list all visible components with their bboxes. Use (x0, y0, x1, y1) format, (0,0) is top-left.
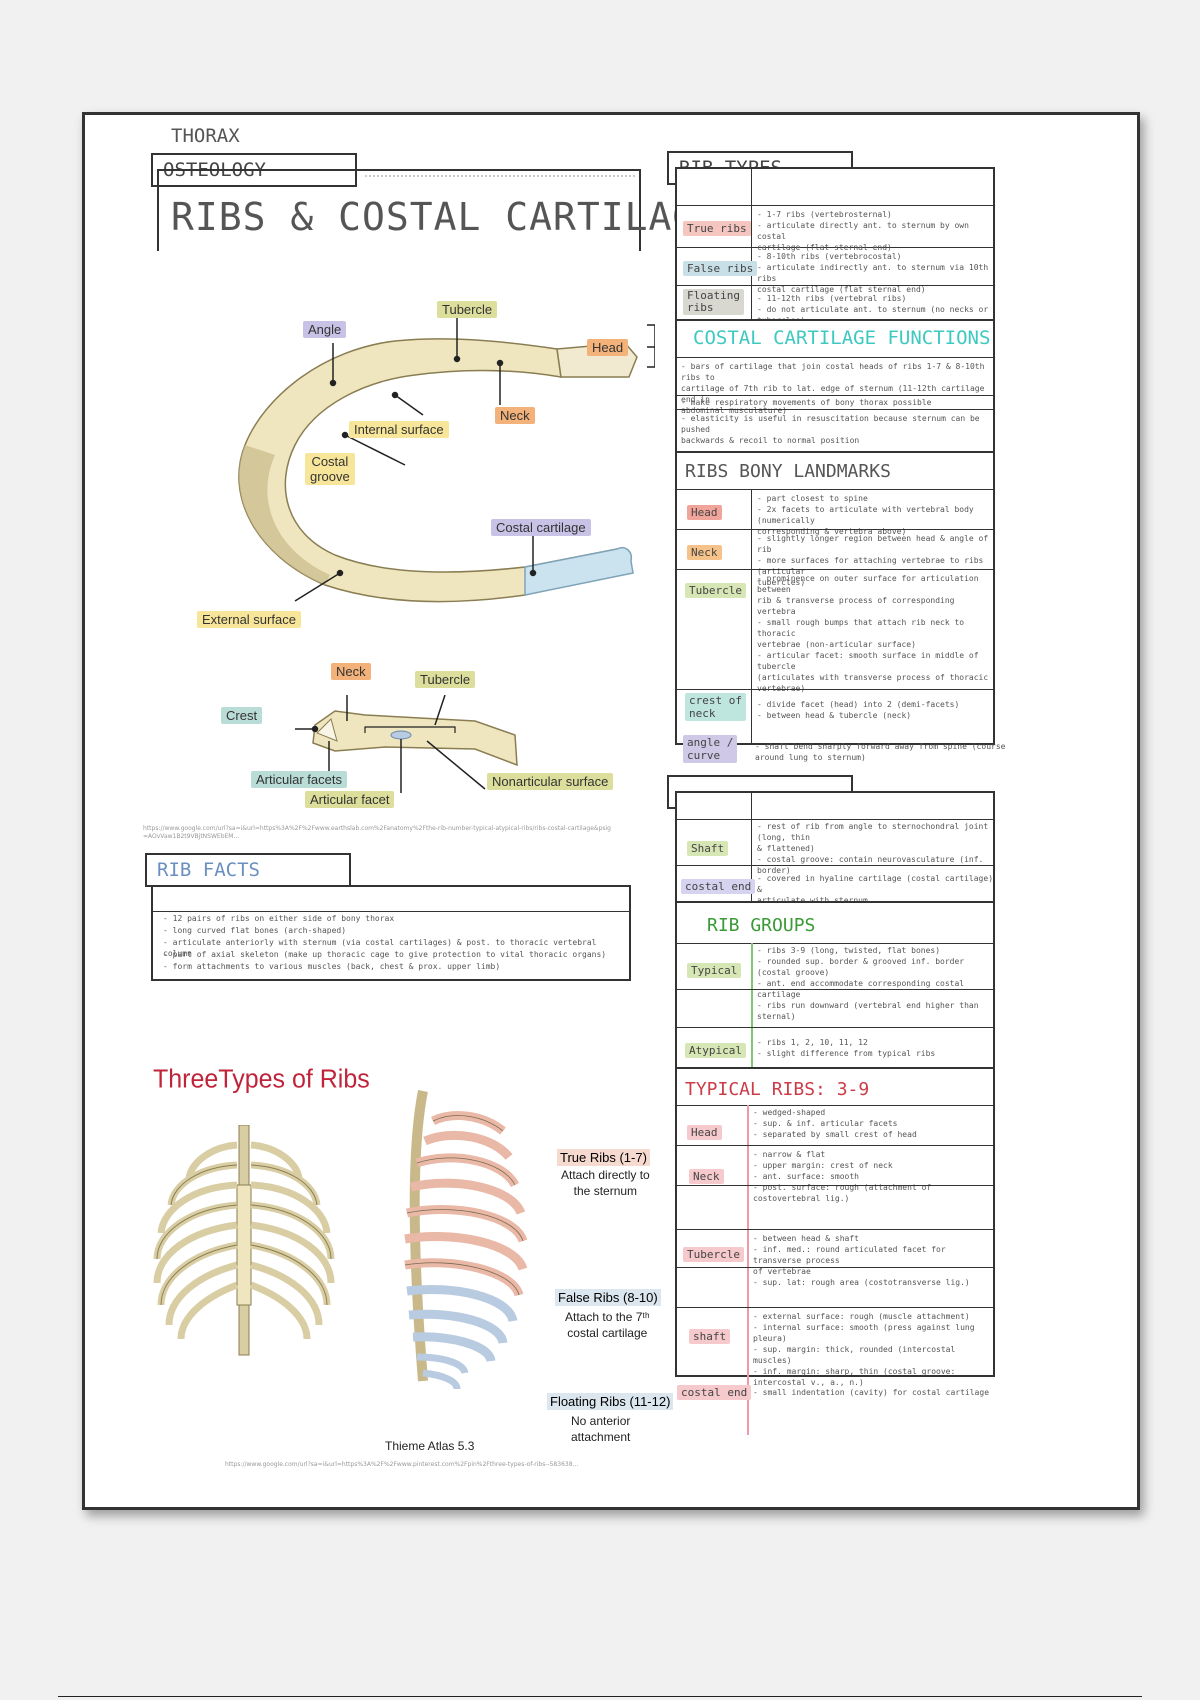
group-text-atypical: - ribs 1, 2, 10, 11, 12 - slight differe… (757, 1038, 936, 1058)
landmark-text-neck: - slightly longer region between head & … (757, 534, 989, 587)
landmark-tag-angle: angle / curve (683, 735, 738, 763)
typical-ribs-box: TYPICAL RIBS: 3-9 Head - wedged-shaped -… (675, 1067, 995, 1435)
label-external-surface: External surface (197, 611, 301, 628)
landmark-tag-shaft: Shaft (687, 841, 729, 856)
landmarks-continued-box: Shaft - rest of rib from angle to sterno… (675, 791, 995, 907)
landmark-text-angle: - shaft bend sharply forward away from s… (755, 742, 1006, 762)
floating-ribs-label: Floating Ribs (11-12) (547, 1393, 674, 1410)
typical-tag-tubercle: Tubercle (683, 1247, 744, 1262)
label-neck: Neck (495, 407, 535, 424)
atlas-caption: Thieme Atlas 5.3 (385, 1439, 475, 1453)
title-dots (365, 175, 635, 185)
detail-label-articular-facet: Articular facet (305, 791, 395, 808)
rib-facts-box: - 12 pairs of ribs on either side of bon… (151, 885, 631, 981)
floating-ribs-desc: No anterior attachment (571, 1414, 631, 1444)
landmark-text-tubercle: - prominence on outer surface for articu… (757, 574, 989, 693)
title-box (157, 169, 641, 251)
rib-groups-box: RIB GROUPS Typical - ribs 3-9 (long, twi… (675, 901, 995, 1073)
detail-label-crest: Crest (221, 707, 263, 724)
typical-text-neck: - narrow & flat - upper margin: crest of… (753, 1150, 932, 1203)
rib-facts-tab: RIB FACTS (145, 853, 351, 887)
label-internal-surface: Internal surface (349, 421, 449, 438)
page-title: RIBS & COSTAL CARTILAGE (171, 195, 721, 239)
landmark-text-crest: - divide facet (head) into 2 (demi-facet… (757, 700, 960, 720)
rib-detail-shape (312, 710, 518, 767)
rib-type-tag-true: True ribs (683, 221, 751, 236)
landmarks-box: RIBS BONY LANDMARKS Head - part closest … (675, 451, 995, 745)
detail-label-tubercle: Tubercle (415, 671, 476, 688)
rib-groups-title: RIB GROUPS (707, 915, 816, 936)
typical-tag-neck: Neck (689, 1169, 724, 1184)
costal-function-3: - elasticity is useful in resuscitation … (681, 414, 980, 445)
false-ribs-desc: Attach to the 7ᵗʰ costal cartilage (565, 1310, 650, 1340)
landmarks-title: RIBS BONY LANDMARKS (685, 461, 891, 482)
costal-function-1: - bars of cartilage that join costal hea… (681, 362, 985, 415)
group-tag-typical: Typical (687, 963, 742, 978)
detail-label-neck: Neck (331, 663, 371, 680)
typical-text-tubercle: - between head & shaft - inf. med.: roun… (753, 1234, 970, 1287)
detail-label-nonarticular-surface: Nonarticular surface (487, 773, 614, 790)
rib-type-text-true: - 1-7 ribs (vertebrosternal) - articulat… (757, 210, 969, 252)
notes-sheet: THORAX OSTEOLOGY RIBS & COSTAL CARTILAGE… (82, 112, 1140, 1510)
diagram-source-url[interactable]: https://www.google.com/url?sa=i&url=http… (143, 825, 611, 840)
landmark-text-shaft: - rest of rib from angle to sternochondr… (757, 822, 989, 875)
rib-type-tag-false: False ribs (683, 261, 758, 276)
three-types-title: ThreeTypes of Ribs (153, 1064, 370, 1094)
false-ribs-label: False Ribs (8-10) (555, 1289, 661, 1306)
landmark-tag-costal-end: costal end (681, 879, 756, 894)
rib-fact-3: - articulate anteriorly with sternum (vi… (163, 938, 597, 958)
rib-types-table: True ribs - 1-7 ribs (vertebrosternal) -… (675, 167, 995, 325)
subject-label: THORAX (171, 125, 240, 147)
rib-fact-1: - 12 pairs of ribs on either side of bon… (163, 914, 395, 923)
landmark-tag-head: Head (687, 505, 722, 520)
rib-fact-4: - part of axial skeleton (make up thorac… (163, 950, 607, 959)
rib-inner-shadow (238, 445, 330, 585)
landmark-tag-crest: crest of neck (685, 693, 746, 721)
types-source-url[interactable]: https://www.google.com/url?sa=i&url=http… (225, 1461, 579, 1468)
rib-cage-front (153, 1125, 335, 1356)
typical-text-shaft: - external surface: rough (muscle attach… (753, 1312, 975, 1387)
group-text-typical: - ribs 3-9 (long, twisted, flat bones) -… (757, 946, 979, 1021)
rib-fact-5: - form attachments to various muscles (b… (163, 962, 501, 971)
rib-diagram (238, 313, 655, 603)
label-head: Head (587, 339, 629, 356)
label-costal-groove: Costal groove (305, 453, 355, 485)
group-tag-atypical: Atypical (685, 1043, 746, 1058)
true-ribs-desc: Attach directly to the sternum (561, 1168, 650, 1198)
label-costal-cartilage: Costal cartilage (491, 519, 591, 536)
rib-type-tag-floating: Floating ribs (683, 289, 744, 315)
typical-tag-head: Head (687, 1125, 722, 1140)
costal-function-2: - make respiratory movements of bony tho… (681, 398, 932, 407)
landmark-tag-tubercle: Tubercle (685, 583, 746, 598)
bottom-divider (58, 1696, 1142, 1697)
typical-ribs-title: TYPICAL RIBS: 3-9 (685, 1079, 870, 1100)
true-ribs-label: True Ribs (1-7) (557, 1149, 650, 1166)
typical-text-head: - wedged-shaped - sup. & inf. articular … (753, 1108, 917, 1139)
detail-label-articular-facets: Articular facets (251, 771, 347, 788)
typical-tag-costal-end: costal end (677, 1385, 752, 1400)
label-tubercle: Tubercle (437, 301, 498, 318)
rib-fact-2: - long curved flat bones (arch-shaped) (163, 926, 347, 935)
rib-type-text-false: - 8-10th ribs (vertebrocostal) - articul… (757, 252, 989, 294)
costal-functions-title: COSTAL CARTILAGE FUNCTIONS (693, 327, 991, 349)
landmark-text-head: - part closest to spine - 2x facets to a… (757, 494, 974, 536)
landmark-tag-neck: Neck (687, 545, 722, 560)
landmark-text-costal-end: - covered in hyaline cartilage (costal c… (757, 874, 994, 905)
costal-cartilage-shape (524, 547, 634, 596)
typical-tag-shaft: shaft (689, 1329, 731, 1344)
typical-text-costal-end: - small indentation (cavity) for costal … (753, 1388, 990, 1397)
costal-functions-box: COSTAL CARTILAGE FUNCTIONS - bars of car… (675, 319, 995, 457)
label-angle: Angle (303, 321, 347, 338)
rib-cage-side (404, 1090, 528, 1390)
